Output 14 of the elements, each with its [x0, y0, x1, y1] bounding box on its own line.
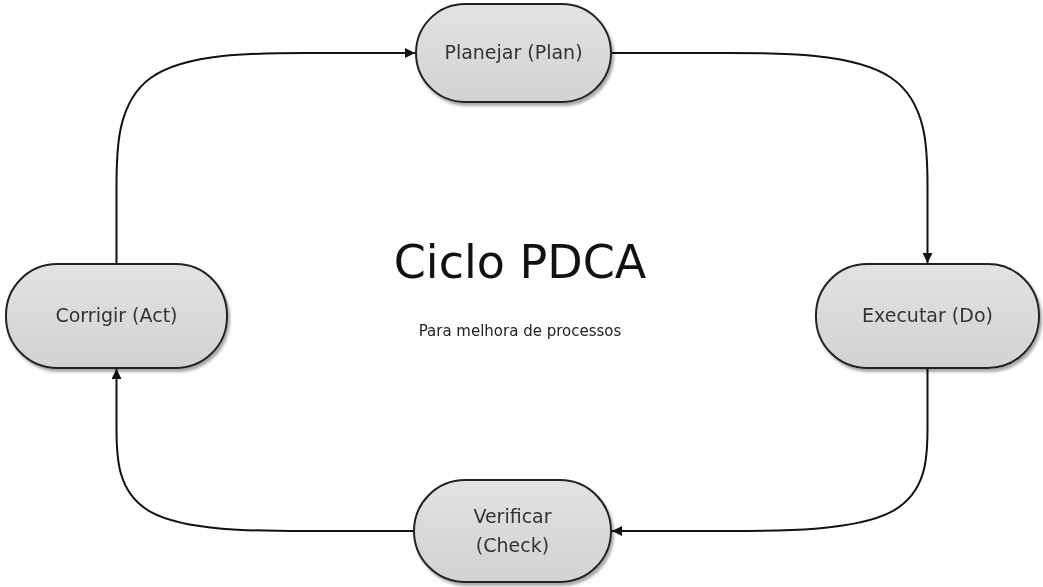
diagram-title: Ciclo PDCA [392, 235, 648, 289]
arrow [115, 48, 416, 264]
node-label: Executar (Do) [861, 303, 994, 329]
subtitle: Para melhora de processos [417, 322, 623, 340]
arrow [111, 368, 414, 532]
process-pill [415, 3, 612, 103]
process-pill [815, 263, 1040, 369]
node-label: Planejar (Plan) [443, 40, 584, 66]
node-label: Verificar (Check) [472, 503, 553, 558]
arrow [611, 52, 933, 264]
node-label: Corrigir (Act) [54, 303, 179, 329]
process-pill [413, 479, 612, 583]
arrow [611, 368, 929, 536]
process-pill [5, 263, 228, 369]
